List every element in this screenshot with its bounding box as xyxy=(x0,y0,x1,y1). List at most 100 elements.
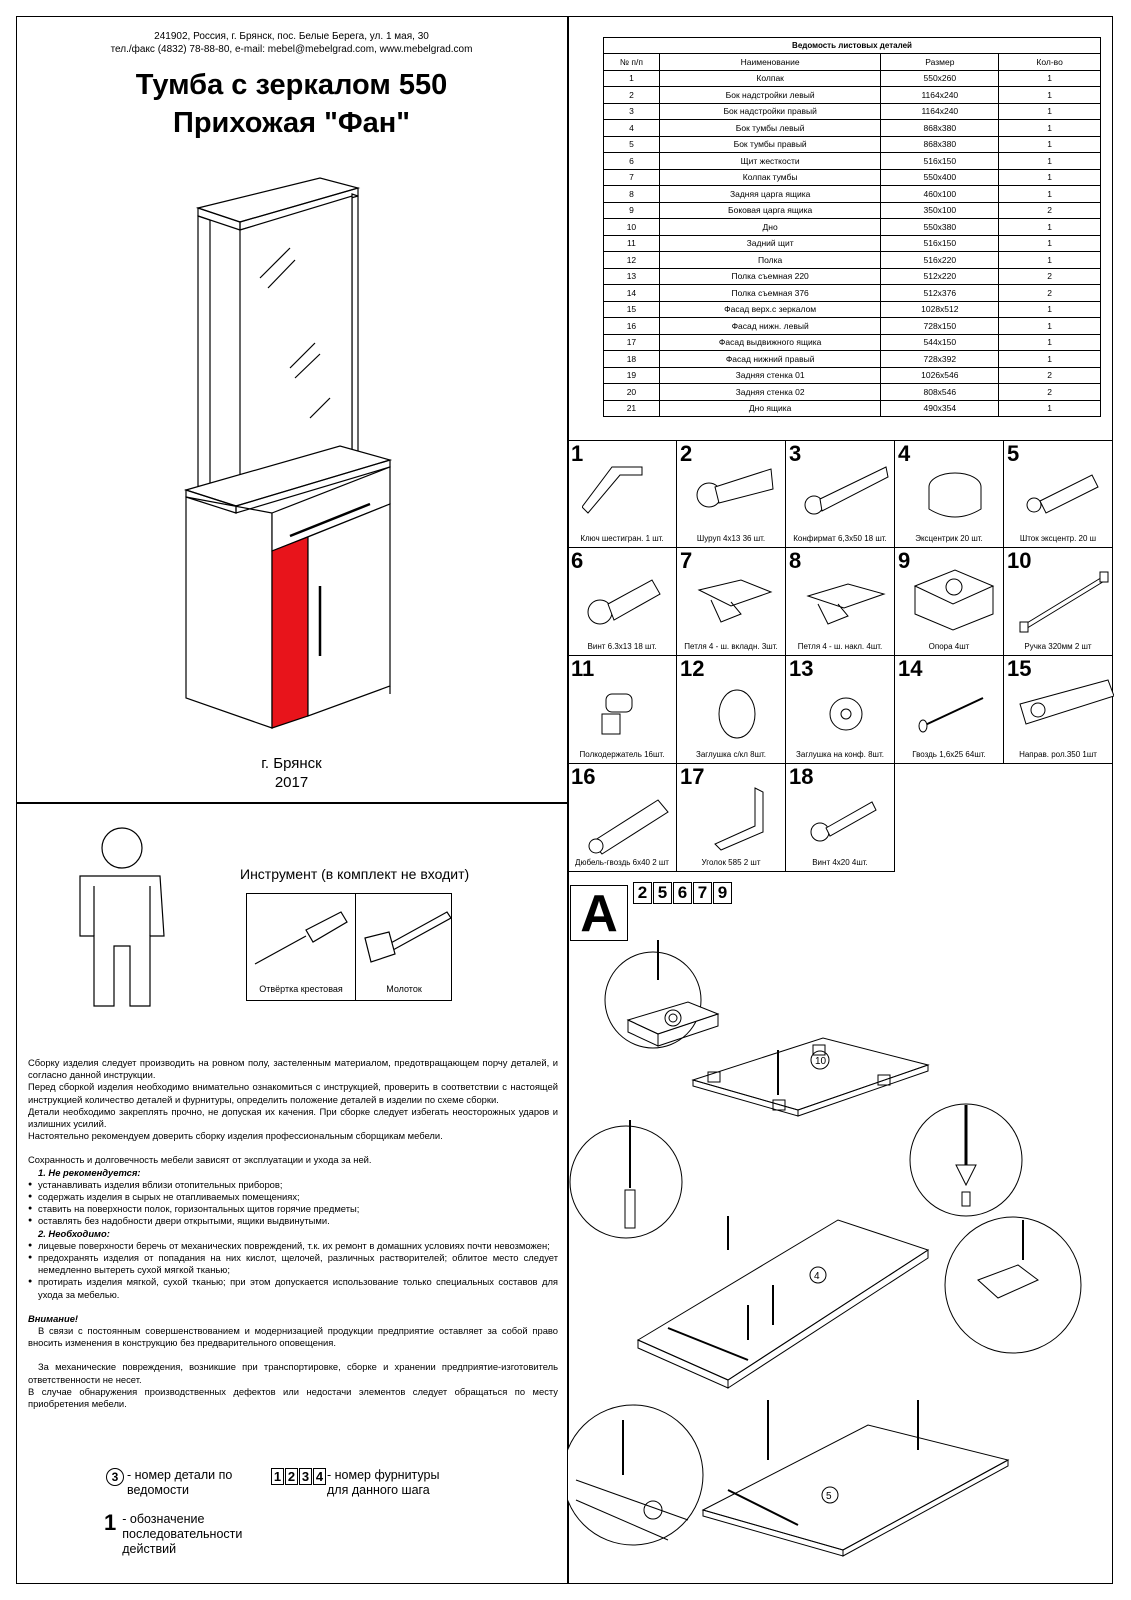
table-cell: Задняя царга ящика xyxy=(658,185,882,203)
table-cell: 1 xyxy=(998,69,1101,87)
col-header: № п/п xyxy=(603,53,660,71)
hardware-number: 4 xyxy=(898,441,911,466)
hardware-caption: Петля 4 - ш. вкладн. 3шт. xyxy=(684,642,778,651)
paragraph: В случае обнаружения производственных де… xyxy=(28,1385,558,1410)
table-cell: 2 xyxy=(603,86,660,104)
hardware-caption: Ключ шестигран. 1 шт. xyxy=(580,534,664,543)
hardware-number: 12 xyxy=(680,656,705,681)
instructions-text: Сборку изделия следует производить на ро… xyxy=(28,1057,558,1410)
table-cell: 550х380 xyxy=(880,218,1000,236)
legend-step: 1 - обозначение последовательности дейст… xyxy=(104,1512,262,1557)
table-cell: 19 xyxy=(603,366,660,384)
table-cell: 7 xyxy=(603,168,660,186)
step-label: А xyxy=(570,885,628,942)
table-cell: 550х400 xyxy=(880,168,1000,186)
paragraph: Настоятельно рекомендуем доверить сборку… xyxy=(28,1130,443,1142)
hardware-number: 14 xyxy=(898,656,923,681)
table-cell: 1 xyxy=(998,185,1101,203)
column-divider xyxy=(567,16,569,1584)
table-cell: 1 xyxy=(998,119,1101,137)
hardware-number: 5 xyxy=(1007,441,1020,466)
city: г. Брянск xyxy=(261,755,322,772)
table-cell: 1026х546 xyxy=(880,366,1000,384)
hw-box: 5 xyxy=(653,882,672,904)
shelf-holder-icon xyxy=(601,693,633,735)
parts-table-caption: Ведомость листовых деталей xyxy=(603,37,1101,53)
euro-screw-icon xyxy=(587,579,661,625)
table-cell: 2 xyxy=(998,383,1101,401)
tools-title: Инструмент (в комплект не входит) xyxy=(240,866,470,882)
svg-text:10: 10 xyxy=(815,1056,827,1067)
roller-guide-icon xyxy=(1019,679,1114,725)
hardware-caption: Шуруп 4х13 36 шт. xyxy=(696,534,766,543)
product-illustration xyxy=(183,177,393,729)
hardware-number: 11 xyxy=(571,656,595,681)
hardware-caption: Петля 4 - ш. накл. 4шт. xyxy=(797,642,883,651)
table-cell: 1 xyxy=(998,234,1101,252)
table-cell: 550х260 xyxy=(880,69,1000,87)
assembly-diagram: 10 4 5 xyxy=(568,940,1082,1557)
list-item: содержать изделия в сырых не отапливаемы… xyxy=(28,1191,558,1203)
table-cell: 544х150 xyxy=(880,333,1000,351)
table-cell: 1 xyxy=(998,135,1101,153)
table-cell: 16 xyxy=(603,317,660,335)
table-cell: 2 xyxy=(998,284,1101,302)
table-cell: Бок надстройки правый xyxy=(658,102,882,120)
table-cell: Задняя стенка 02 xyxy=(658,383,882,401)
table-cell: 21 xyxy=(603,399,660,417)
legend-part-text: - номер детали по ведомости xyxy=(127,1468,233,1497)
table-cell: 11 xyxy=(603,234,660,252)
paragraph: В связи с постоянным совершенствованием … xyxy=(28,1325,558,1349)
eccentric-rod-icon xyxy=(1026,474,1099,514)
hardware-caption: Винт 6.3х13 18 шт. xyxy=(587,642,657,651)
subheading: 2. Необходимо: xyxy=(38,1227,110,1239)
table-cell: 512х376 xyxy=(880,284,1000,302)
tools-divider xyxy=(355,894,356,1000)
hardware-caption: Ручка 320мм 2 шт xyxy=(1024,642,1092,651)
paragraph: За механические повреждения, возникшие п… xyxy=(28,1361,558,1385)
hardware-number: 3 xyxy=(789,441,802,466)
corner-bracket-icon xyxy=(714,787,764,851)
hardware-caption: Заглушка на конф. 8шт. xyxy=(796,750,884,759)
table-cell: 868х380 xyxy=(880,135,1000,153)
table-cell: 490х354 xyxy=(880,399,1000,417)
paragraph: Детали необходимо закреплять прочно, не … xyxy=(28,1105,558,1130)
paragraph: Перед сборкой изделия необходимо внимате… xyxy=(28,1081,558,1105)
hardware-number: 16 xyxy=(571,764,596,789)
table-cell: 4 xyxy=(603,119,660,137)
hw-box: 2 xyxy=(633,882,652,904)
step-number-symbol: 1 xyxy=(104,1510,117,1535)
hardware-number: 6 xyxy=(571,548,584,573)
table-cell: 1 xyxy=(603,69,660,87)
svg-text:4: 4 xyxy=(814,1271,820,1282)
table-cell: Щит жесткости xyxy=(658,152,882,170)
hardware-number: 10 xyxy=(1007,548,1032,573)
list-item: ставить на поверхности полок, горизонтал… xyxy=(28,1203,558,1215)
table-cell: 3 xyxy=(603,102,660,120)
table-cell: Полка съемная 220 xyxy=(658,267,882,285)
table-cell: 512х220 xyxy=(880,267,1000,285)
city-year: г. Брянск 2017 xyxy=(16,754,567,792)
table-cell: 1 xyxy=(998,86,1101,104)
screw-long-icon xyxy=(810,801,877,842)
hardware-caption: Дюбель-гвоздь 6х40 2 шт xyxy=(575,858,669,867)
